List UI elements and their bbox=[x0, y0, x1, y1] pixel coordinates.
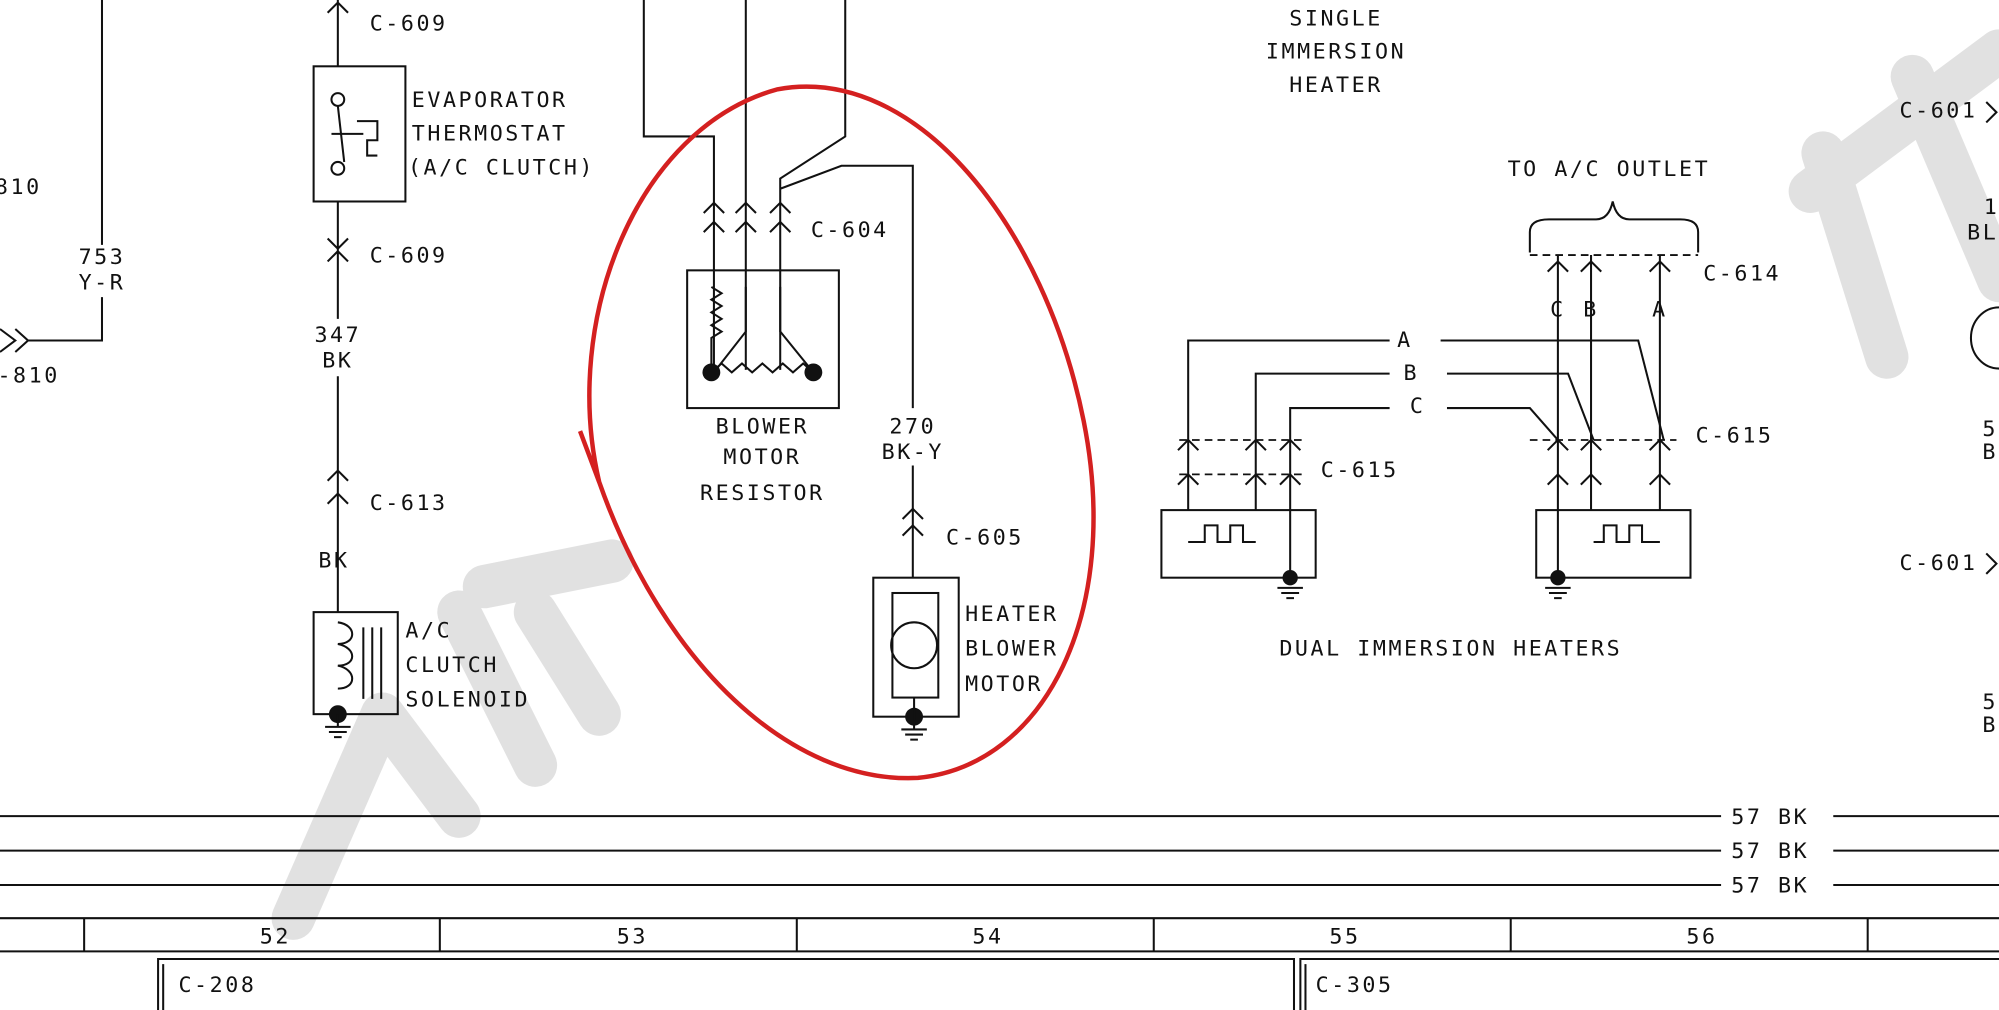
diagram-label: 5 bbox=[1982, 417, 1998, 442]
right-edge: C-601 1 BL 5 B C-601 5 B bbox=[1900, 98, 1999, 738]
diagram-label: SOLENOID bbox=[405, 687, 530, 712]
diagram-label: DUAL IMMERSION HEATERS bbox=[1279, 636, 1622, 661]
red-highlight-circle bbox=[577, 84, 1096, 781]
diagram-label: 347 bbox=[314, 323, 361, 348]
dual-heaters: TO A/C OUTLET C-614 C B A A B C C-615 C-… bbox=[1160, 157, 1781, 661]
diagram-label: C-615 bbox=[1696, 424, 1774, 449]
diagram-label: B bbox=[1982, 713, 1998, 738]
diagram-label: BLOWER bbox=[965, 636, 1059, 661]
diagram-label: 57 BK bbox=[1731, 805, 1809, 830]
watermark bbox=[271, 29, 1999, 940]
diagram-label: 270 bbox=[889, 415, 936, 440]
diagram-label: C-601 bbox=[1900, 551, 1978, 576]
diagram-label: THERMOSTAT bbox=[412, 121, 568, 146]
ground-bus: 57 BK 57 BK 57 BK bbox=[0, 805, 1999, 899]
diagram-label: C-609 bbox=[370, 12, 448, 37]
diagram-label: IMMERSION bbox=[1266, 40, 1406, 65]
diagram-label: BK bbox=[318, 548, 349, 573]
diagram-label: HEATER bbox=[965, 602, 1059, 627]
diagram-label: C-609 bbox=[370, 244, 448, 269]
diagram-label: 57 BK bbox=[1731, 874, 1809, 899]
diagram-label: 53 bbox=[617, 925, 648, 950]
single-heater-label: SINGLE IMMERSION HEATER bbox=[1266, 7, 1406, 98]
diagram-label: 810 bbox=[0, 175, 42, 200]
diagram-label: C-601 bbox=[1900, 98, 1978, 123]
diagram-label: A bbox=[1652, 297, 1668, 322]
diagram-label: RESISTOR bbox=[700, 481, 825, 506]
diagram-label: MOTOR bbox=[965, 672, 1043, 697]
blower-motor-resistor bbox=[686, 269, 840, 410]
diagram-label: 55 bbox=[1329, 925, 1360, 950]
diagram-label: B bbox=[1403, 361, 1419, 386]
clutch-circuit: C-609 EVAPORATOR THERMOSTAT (A/C CLUTCH)… bbox=[312, 0, 595, 739]
diagram-label: C-208 bbox=[178, 973, 256, 998]
diagram-label: BLOWER bbox=[716, 415, 810, 440]
evaporator-thermostat bbox=[312, 65, 407, 203]
diagram-label: 753 bbox=[79, 245, 126, 270]
heater-blower-motor bbox=[872, 576, 960, 718]
diagram-label: A/C bbox=[405, 619, 452, 644]
diagram-label: B bbox=[1583, 297, 1599, 322]
diagram-label: C bbox=[1550, 297, 1566, 322]
diagram-label: 54 bbox=[972, 925, 1003, 950]
diagram-label: (A/C CLUTCH) bbox=[408, 156, 595, 181]
diagram-label: 57 BK bbox=[1731, 839, 1809, 864]
diagram-label: HEATER bbox=[1289, 73, 1383, 98]
diagram-label: A bbox=[1397, 328, 1413, 353]
diagram-label: BK-Y bbox=[882, 440, 944, 465]
diagram-label: Y-R bbox=[79, 270, 126, 295]
diagram-label: B bbox=[1982, 440, 1998, 465]
diagram-label: C-604 bbox=[811, 218, 889, 243]
grid-row: 52 53 54 55 56 C-208 C-305 bbox=[0, 917, 1999, 1010]
diagram-label: EVAPORATOR bbox=[412, 88, 568, 113]
diagram-label: 52 bbox=[260, 925, 291, 950]
diagram-label: 56 bbox=[1686, 925, 1717, 950]
diagram-label: TO A/C OUTLET bbox=[1508, 157, 1711, 182]
diagram-label: C-605 bbox=[946, 526, 1024, 551]
diagram-label: 1 bbox=[1984, 195, 1999, 220]
blower-circuit: C-604 BLOWER MOTOR RESISTOR 270 BK-Y C-6… bbox=[577, 0, 1096, 781]
left-circuit: 810 753 Y-R -810 bbox=[0, 0, 126, 389]
diagram-label: C bbox=[1410, 394, 1426, 419]
diagram-label: C-615 bbox=[1321, 458, 1399, 483]
diagram-label: C-614 bbox=[1703, 262, 1781, 287]
diagram-label: BL bbox=[1967, 221, 1998, 246]
diagram-label: -810 bbox=[0, 364, 60, 389]
clutch-solenoid bbox=[312, 611, 399, 716]
diagram-label: 5 bbox=[1982, 690, 1998, 715]
diagram-label: CLUTCH bbox=[405, 653, 499, 678]
diagram-label: SINGLE bbox=[1289, 7, 1383, 32]
diagram-label: BK bbox=[322, 348, 353, 373]
diagram-label: MOTOR bbox=[723, 445, 801, 470]
diagram-label: C-305 bbox=[1316, 973, 1394, 998]
diagram-label: C-613 bbox=[370, 491, 448, 516]
